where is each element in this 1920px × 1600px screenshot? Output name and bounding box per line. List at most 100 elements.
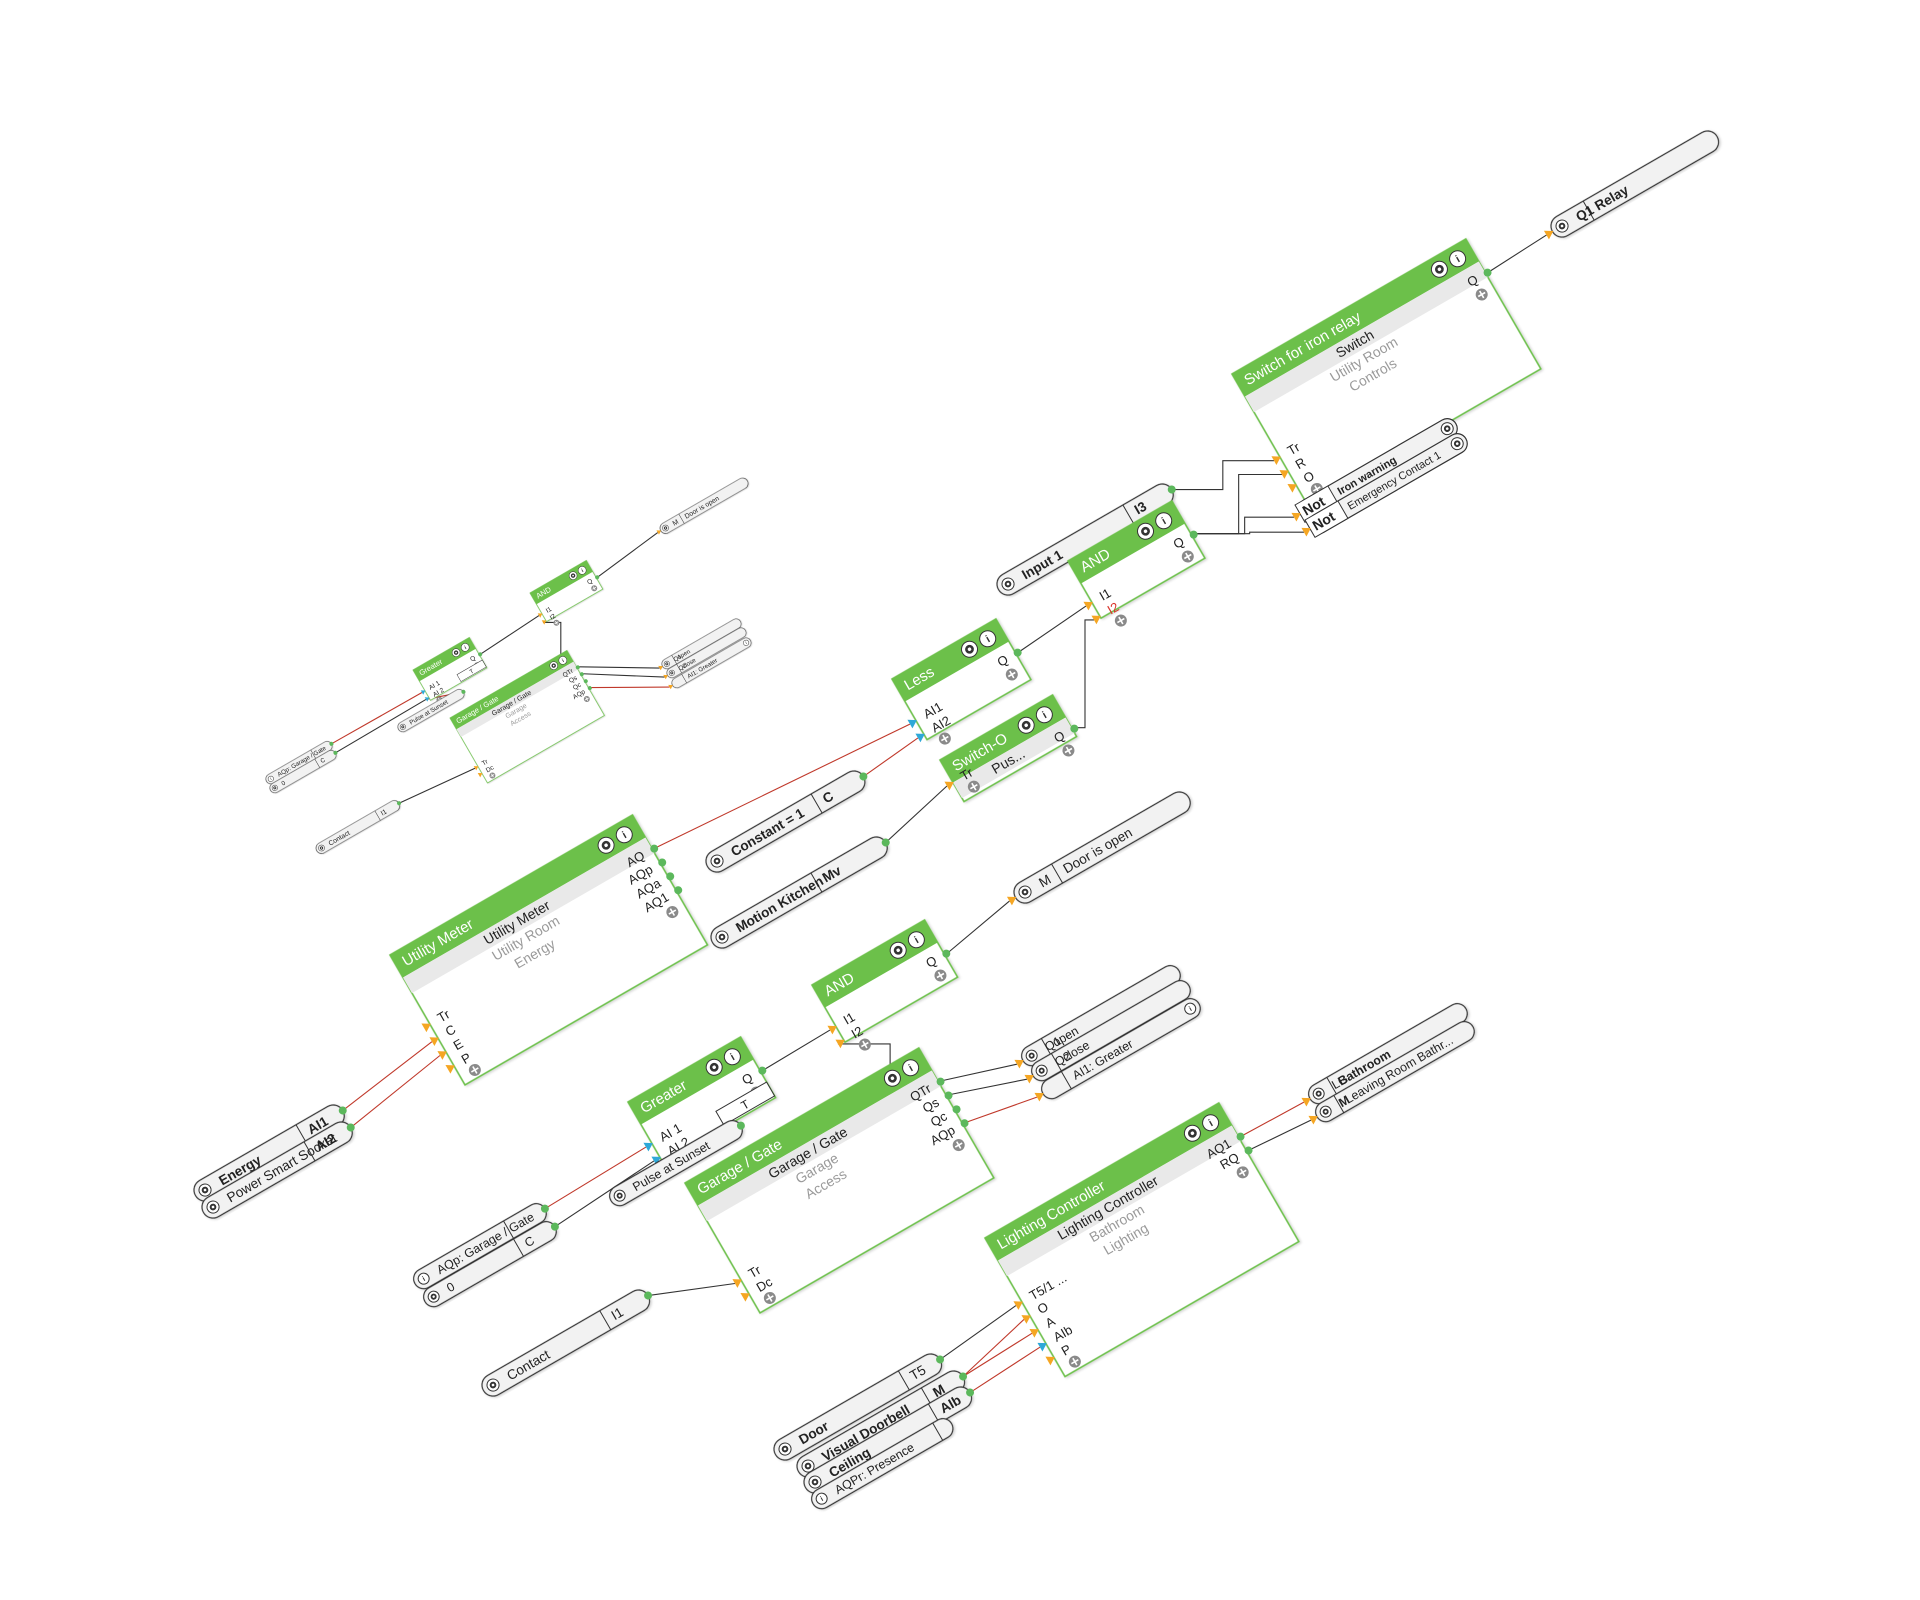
info-icon[interactable]: i [977, 628, 999, 650]
input-port[interactable] [1301, 524, 1313, 537]
output-port[interactable] [757, 1065, 768, 1076]
output-port[interactable] [549, 1221, 560, 1232]
input-port[interactable] [1029, 1325, 1041, 1338]
input-port[interactable] [827, 1022, 839, 1035]
output-port[interactable] [461, 689, 466, 694]
input-port[interactable] [1021, 1311, 1033, 1324]
settings-gear-icon[interactable] [485, 1377, 502, 1394]
info-icon[interactable]: i [814, 1491, 829, 1506]
settings-gear-icon[interactable] [959, 638, 981, 660]
connector-zero[interactable]: 0C [420, 1216, 563, 1310]
output-port[interactable] [594, 575, 600, 580]
output-port[interactable] [735, 1120, 746, 1131]
info-icon[interactable]: i [721, 1046, 743, 1068]
settings-gear-icon[interactable] [451, 647, 462, 658]
block-header[interactable] [812, 920, 938, 1008]
settings-gear-icon[interactable] [800, 1458, 817, 1475]
output-port[interactable] [1482, 267, 1493, 278]
settings-gear-icon[interactable] [1554, 218, 1571, 235]
input-port[interactable] [835, 1036, 847, 1049]
output-port[interactable] [539, 1203, 550, 1214]
settings-gear-icon[interactable] [595, 834, 617, 856]
settings-gear-icon[interactable] [1181, 1122, 1203, 1144]
add-output-button[interactable] [1060, 742, 1076, 758]
input-port[interactable] [445, 1061, 457, 1074]
block-header[interactable] [530, 560, 593, 605]
input-port[interactable] [429, 1033, 441, 1046]
settings-gear-icon[interactable] [881, 1067, 903, 1089]
block-header[interactable] [628, 1037, 754, 1125]
settings-gear-icon[interactable] [399, 723, 407, 731]
settings-gear-icon[interactable] [709, 853, 726, 870]
input-port[interactable] [1543, 227, 1556, 240]
settings-gear-icon[interactable] [1017, 884, 1034, 901]
input-port[interactable] [1024, 1071, 1036, 1084]
settings-gear-icon[interactable] [668, 669, 676, 677]
settings-gear-icon[interactable] [1311, 1086, 1326, 1101]
output-port[interactable] [333, 750, 338, 755]
info-icon[interactable]: i [577, 565, 588, 576]
output-port[interactable] [959, 1118, 970, 1129]
settings-gear-icon[interactable] [777, 1441, 794, 1458]
block-header[interactable] [389, 815, 646, 978]
settings-gear-icon[interactable] [714, 929, 731, 946]
output-port[interactable] [935, 1076, 946, 1087]
input-port[interactable] [1013, 1297, 1025, 1310]
add-input-button[interactable] [1067, 1353, 1083, 1369]
output-port[interactable] [1069, 723, 1080, 734]
info-icon[interactable]: i [416, 1271, 431, 1286]
output-port[interactable] [943, 1090, 954, 1101]
output-port[interactable] [575, 665, 580, 670]
input-port[interactable] [437, 1047, 449, 1060]
info-icon[interactable]: i [557, 655, 568, 666]
add-output-button[interactable] [1004, 666, 1020, 682]
add-output-button[interactable] [583, 695, 591, 703]
small-connector-zero[interactable]: 0C [268, 748, 340, 795]
input-port[interactable] [1037, 1339, 1049, 1352]
add-output-button[interactable] [664, 904, 680, 920]
add-input-button[interactable] [857, 1036, 873, 1052]
add-input-button[interactable] [762, 1290, 778, 1306]
output-port[interactable] [1188, 529, 1199, 540]
output-port[interactable] [941, 948, 952, 959]
output-port[interactable] [643, 1290, 654, 1301]
block-header[interactable] [450, 650, 574, 730]
settings-gear-icon[interactable] [317, 844, 325, 852]
settings-gear-icon[interactable] [197, 1182, 214, 1199]
add-output-button[interactable] [1180, 548, 1196, 564]
output-port[interactable] [396, 801, 402, 806]
settings-gear-icon[interactable] [1000, 576, 1017, 593]
output-port[interactable] [1243, 1145, 1254, 1156]
input-port[interactable] [1006, 893, 1019, 906]
settings-gear-icon[interactable] [1318, 1104, 1333, 1119]
settings-gear-icon[interactable] [661, 524, 669, 532]
output-port[interactable] [1166, 484, 1177, 495]
block-header[interactable] [413, 637, 476, 682]
add-output-button[interactable] [590, 584, 598, 592]
info-icon[interactable]: i [460, 642, 471, 653]
add-output-button[interactable] [951, 1137, 967, 1153]
input-port[interactable] [473, 764, 480, 771]
output-port[interactable] [858, 771, 869, 782]
settings-gear-icon[interactable] [1135, 520, 1157, 542]
output-port[interactable] [673, 885, 684, 896]
input-port[interactable] [421, 1019, 433, 1033]
block-header[interactable] [1232, 239, 1479, 397]
block-header[interactable] [985, 1103, 1232, 1261]
input-port[interactable] [1014, 1056, 1026, 1069]
input-port[interactable] [1308, 1112, 1320, 1125]
output-port[interactable] [587, 685, 592, 691]
input-port[interactable] [1034, 1089, 1046, 1102]
settings-gear-icon[interactable] [807, 1474, 824, 1491]
output-port[interactable] [477, 652, 483, 657]
settings-gear-icon[interactable] [568, 570, 579, 581]
